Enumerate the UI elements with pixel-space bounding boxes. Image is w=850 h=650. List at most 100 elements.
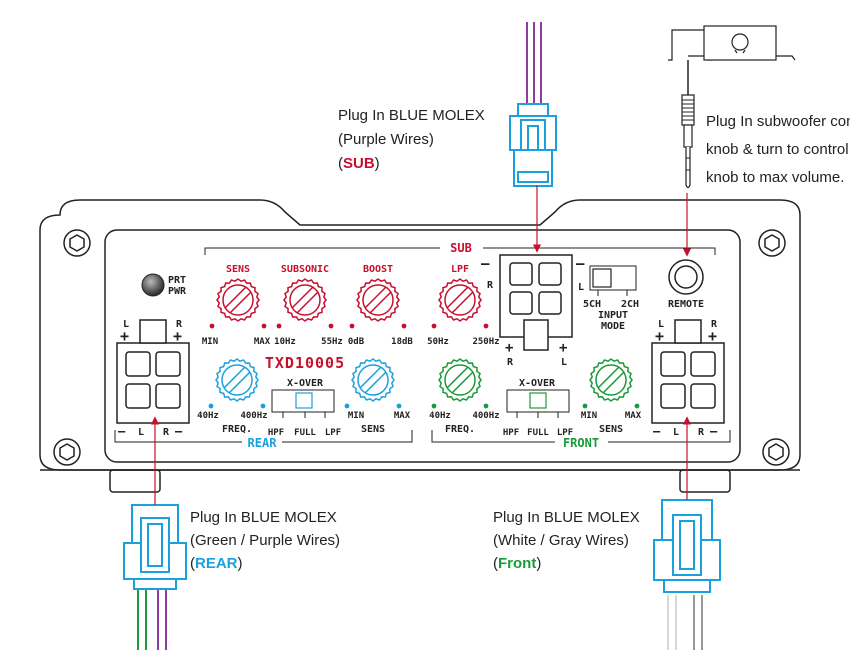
knob-freq-front-max: 400Hz: [472, 411, 499, 421]
input-mode-l: L: [578, 282, 584, 293]
front-caption: Plug In BLUE MOLEX (White / Gray Wires) …: [493, 509, 640, 572]
front-conn-r: R: [711, 319, 718, 330]
rear-section-bracket: [114, 430, 413, 443]
front-speaker-connector[interactable]: [651, 319, 725, 424]
sub-section-bracket: [204, 247, 716, 255]
knob-sens-front[interactable]: [582, 358, 640, 409]
knob-sens-sub-min: MIN: [202, 337, 218, 347]
front-section-bracket: [431, 430, 731, 443]
input-mode-2ch: 2CH: [621, 299, 639, 310]
remote-caption-line3: knob to max volume.: [706, 169, 844, 186]
rear-speaker-connector[interactable]: [116, 319, 190, 424]
front-xover-full: FULL: [527, 428, 549, 438]
knob-subsonic-min: 10Hz: [274, 337, 296, 347]
knob-sens-rear[interactable]: [344, 358, 402, 409]
front-section-label: FRONT: [563, 436, 599, 450]
sub-conn-l-bottom: L: [561, 357, 567, 368]
protect-power-led: [141, 273, 165, 297]
remote-cable: [681, 60, 695, 189]
sub-caption-line3: (SUB): [338, 155, 380, 172]
rear-caption: Plug In BLUE MOLEX (Green / Purple Wires…: [190, 509, 340, 572]
pwr-label: PWR: [168, 286, 187, 297]
knob-boost-min: 0dB: [348, 337, 365, 347]
front-wires: [667, 595, 703, 650]
knob-sens-front-max: MAX: [625, 411, 642, 421]
sub-purple-wires: [526, 22, 542, 108]
amplifier-body: [39, 199, 801, 493]
knob-boost[interactable]: [349, 278, 407, 329]
remote-jack-inner: [674, 265, 698, 289]
rear-conn-l: L: [123, 319, 129, 330]
knob-freq-rear-min: 40Hz: [197, 411, 219, 421]
rear-xover-switch[interactable]: [271, 389, 335, 413]
front-xover-ticks: [516, 412, 559, 418]
knob-freq-rear[interactable]: [208, 358, 266, 409]
knob-lpf[interactable]: [431, 278, 489, 329]
sub-input-connector[interactable]: [499, 254, 573, 351]
rear-blue-molex-plug[interactable]: [123, 504, 187, 590]
mount-screw-bottom-left: [53, 438, 81, 466]
rear-conn-plus-left: +: [120, 327, 129, 345]
remote-label: REMOTE: [668, 299, 704, 310]
remote-caption-line2: knob & turn to control: [706, 141, 849, 158]
front-caption-line2: (White / Gray Wires): [493, 532, 629, 549]
knob-lpf-max: 250Hz: [472, 337, 499, 347]
mount-screw-bottom-right: [762, 438, 790, 466]
front-conn-minus-right: —: [710, 424, 718, 438]
front-xover-slider[interactable]: [529, 392, 547, 409]
sub-conn-minus: —: [481, 256, 490, 272]
prt-label: PRT: [168, 275, 186, 286]
front-xover-hpf: HPF: [503, 428, 519, 438]
remote-control-knob: [668, 25, 796, 61]
knob-boost-title: BOOST: [363, 264, 393, 275]
rear-conn-r: R: [176, 319, 183, 330]
front-xover-title: X-OVER: [519, 378, 556, 389]
knob-sens-rear-max: MAX: [394, 411, 411, 421]
rear-xover-slider[interactable]: [295, 392, 313, 409]
front-conn-l-bottom: L: [673, 427, 679, 438]
input-mode-switch[interactable]: [589, 265, 637, 291]
remote-caption: Plug In subwoofer control knob & turn to…: [706, 113, 850, 186]
rear-caption-line2: (Green / Purple Wires): [190, 532, 340, 549]
sub-conn-plus-right: +: [559, 340, 567, 356]
rear-xover-hpf: HPF: [268, 428, 284, 438]
rear-conn-minus-left: —: [118, 424, 126, 438]
knob-subsonic[interactable]: [276, 278, 334, 329]
knob-freq-front-title: FREQ.: [445, 424, 475, 435]
input-mode-ticks: [597, 290, 628, 296]
knob-sens-sub-max: MAX: [254, 337, 271, 347]
rear-xover-title: X-OVER: [287, 378, 324, 389]
knob-freq-front-min: 40Hz: [429, 411, 451, 421]
front-conn-plus-right: +: [708, 327, 717, 345]
sub-caption-line2: (Purple Wires): [338, 131, 434, 148]
rear-caption-line3: (REAR): [190, 555, 243, 572]
knob-sens-sub[interactable]: [209, 278, 267, 329]
rear-conn-minus-right: —: [175, 424, 183, 438]
knob-sens-rear-min: MIN: [348, 411, 364, 421]
front-blue-molex-plug[interactable]: [653, 499, 721, 593]
front-conn-plus-left: +: [655, 327, 664, 345]
sub-conn-r: R: [487, 280, 494, 291]
rear-conn-r-bottom: R: [163, 427, 170, 438]
knob-freq-front[interactable]: [431, 358, 489, 409]
rear-xover-lpf: LPF: [325, 428, 341, 438]
sub-section-label: SUB: [450, 241, 472, 255]
knob-freq-rear-title: FREQ.: [222, 424, 252, 435]
model-name: TXD10005: [265, 354, 345, 372]
sub-conn-minus-right: —: [576, 256, 585, 272]
knob-sens-rear-title: SENS: [361, 424, 385, 435]
input-mode-slider[interactable]: [592, 268, 612, 288]
front-conn-r-bottom: R: [698, 427, 705, 438]
knob-subsonic-title: SUBSONIC: [281, 264, 329, 275]
sub-blue-molex-plug[interactable]: [509, 103, 557, 187]
front-conn-minus-left: —: [653, 424, 661, 438]
front-caption-line3: (Front): [493, 555, 541, 572]
knob-sens-front-title: SENS: [599, 424, 623, 435]
sub-caption: Plug In BLUE MOLEX (Purple Wires) (SUB): [338, 107, 485, 172]
knob-sens-front-min: MIN: [581, 411, 597, 421]
rear-xover-full: FULL: [294, 428, 316, 438]
front-xover-lpf: LPF: [557, 428, 573, 438]
mount-screw-top-left: [63, 229, 91, 257]
